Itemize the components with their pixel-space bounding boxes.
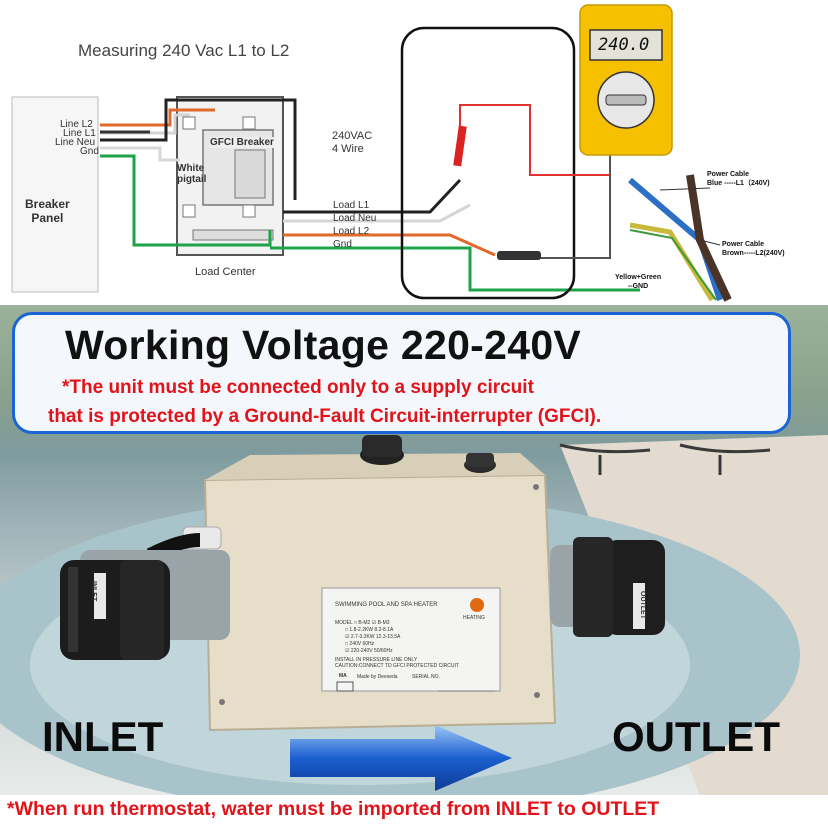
plate-heating: HEATING xyxy=(463,615,485,621)
plate-serial: SERIAL NO. xyxy=(412,674,440,680)
panel-line-neu: Line Neu xyxy=(55,137,96,148)
voltage-banner xyxy=(12,312,791,434)
warning-line-2: that is protected by a Ground-Fault Circ… xyxy=(48,406,602,427)
meter-reading: 240.0 xyxy=(598,35,650,55)
voltage-spec-label: 240VAC 4 Wire xyxy=(332,130,373,155)
meter-display xyxy=(589,29,663,61)
pipe-end-outlet-label: OUTLET xyxy=(639,591,646,619)
plate-line: ☑ 2.7-3.3KW 12.3-13.5A xyxy=(345,634,401,640)
panel-line-l1: Line L1 xyxy=(63,128,96,139)
diagram-title: Measuring 240 Vac L1 to L2 xyxy=(78,41,290,60)
load-center-label: Load Center xyxy=(195,266,256,278)
load-line-l2: Load L2 xyxy=(333,226,370,237)
yellow-green-label: Yellow+Green --GND xyxy=(615,274,662,290)
outlet-label: OUTLET xyxy=(612,713,780,760)
wiring-diagram-graphic xyxy=(11,4,732,302)
plate-line: INSTALL IN PRESSURE LINE ONLY xyxy=(335,657,418,663)
inlet-label: INLET xyxy=(42,713,164,760)
gfci-breaker-label: GFCI Breaker xyxy=(210,137,274,148)
footer-note: *When run thermostat, water must be impo… xyxy=(7,798,660,820)
power-cable-brown-label: Power Cable Brown-----L2(240V) xyxy=(722,241,785,257)
product-photo xyxy=(0,305,828,795)
pipe-end-inlet-label: INLET xyxy=(90,581,97,602)
plate-line: CAUTION:CONNECT TO GFCI PROTECTED CIRCUI… xyxy=(335,663,459,669)
ma-logo: MA xyxy=(339,673,347,679)
plate-line: ☑ 220-240V 50/60Hz xyxy=(345,648,393,654)
plate-made-by: Made by Deeseda xyxy=(357,674,398,680)
plate-line: MODEL □ B-M2 ☑ B-M3 xyxy=(335,620,390,626)
load-line-gnd: Gnd xyxy=(333,239,352,250)
plate-line: □ 240V 60Hz xyxy=(345,641,375,647)
breaker-panel-box xyxy=(11,96,99,293)
plate-title: SWIMMING POOL AND SPA HEATER xyxy=(335,602,438,608)
banner-title: Working Voltage 220-240V xyxy=(65,322,582,368)
panel-line-l2: Line L2 xyxy=(60,119,93,130)
breaker-panel-label: Breaker Panel xyxy=(25,197,70,225)
white-pigtail-label: White pigtail xyxy=(177,163,207,185)
wiring-diagram: Measuring 240 Vac L1 to L2 Breaker Panel… xyxy=(0,0,828,310)
flow-arrow-icon xyxy=(290,725,512,791)
load-line-l1: Load L1 xyxy=(333,200,370,211)
footer-strip xyxy=(0,795,828,825)
plate-line: □ 1.8-2.2KW 8.2-8.1A xyxy=(345,627,394,633)
power-cable-blue-label: Power Cable Blue -----L1（240V) xyxy=(707,171,770,187)
load-line-neu: Load Neu xyxy=(333,213,377,224)
warning-line-1: *The unit must be connected only to a su… xyxy=(62,377,534,398)
heater-illustration xyxy=(0,435,828,795)
panel-line-gnd: Gnd xyxy=(80,146,99,157)
